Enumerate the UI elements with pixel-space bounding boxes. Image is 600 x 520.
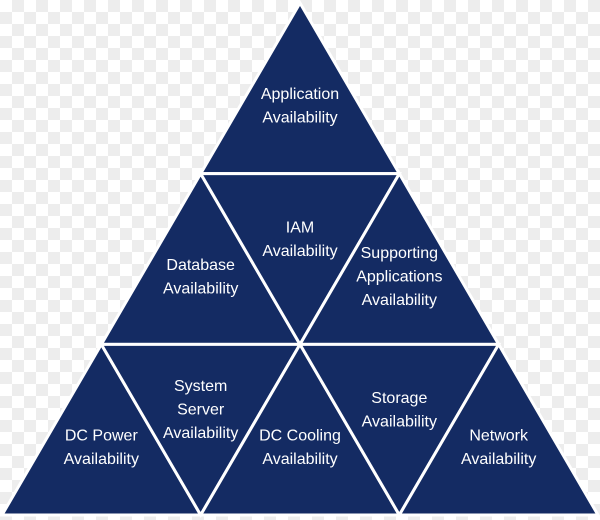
label-line: Availability [362,292,437,309]
label-line: Database [166,257,235,274]
tile-network-availability [396,341,600,517]
label-line: Availability [163,280,238,297]
label-line: DC Power [65,427,139,444]
label-line: Network [469,427,529,444]
label-line: Availability [262,451,337,468]
label-line: Availability [163,425,238,442]
label-line: Availability [461,451,536,468]
label-line: Applications [356,269,442,286]
label-line: Supporting [361,245,438,262]
label-line: Storage [371,390,427,407]
label-line: Application [261,86,339,103]
label-line: Availability [362,413,437,430]
label-line: System [174,378,227,395]
label-line: Availability [262,243,337,260]
label-line: IAM [286,219,314,236]
label-line: Availability [262,110,337,127]
label-iam-availability: IAM Availability [262,219,337,260]
label-line: Server [177,402,225,419]
label-line: Availability [64,451,139,468]
label-line: DC Cooling [259,427,341,444]
